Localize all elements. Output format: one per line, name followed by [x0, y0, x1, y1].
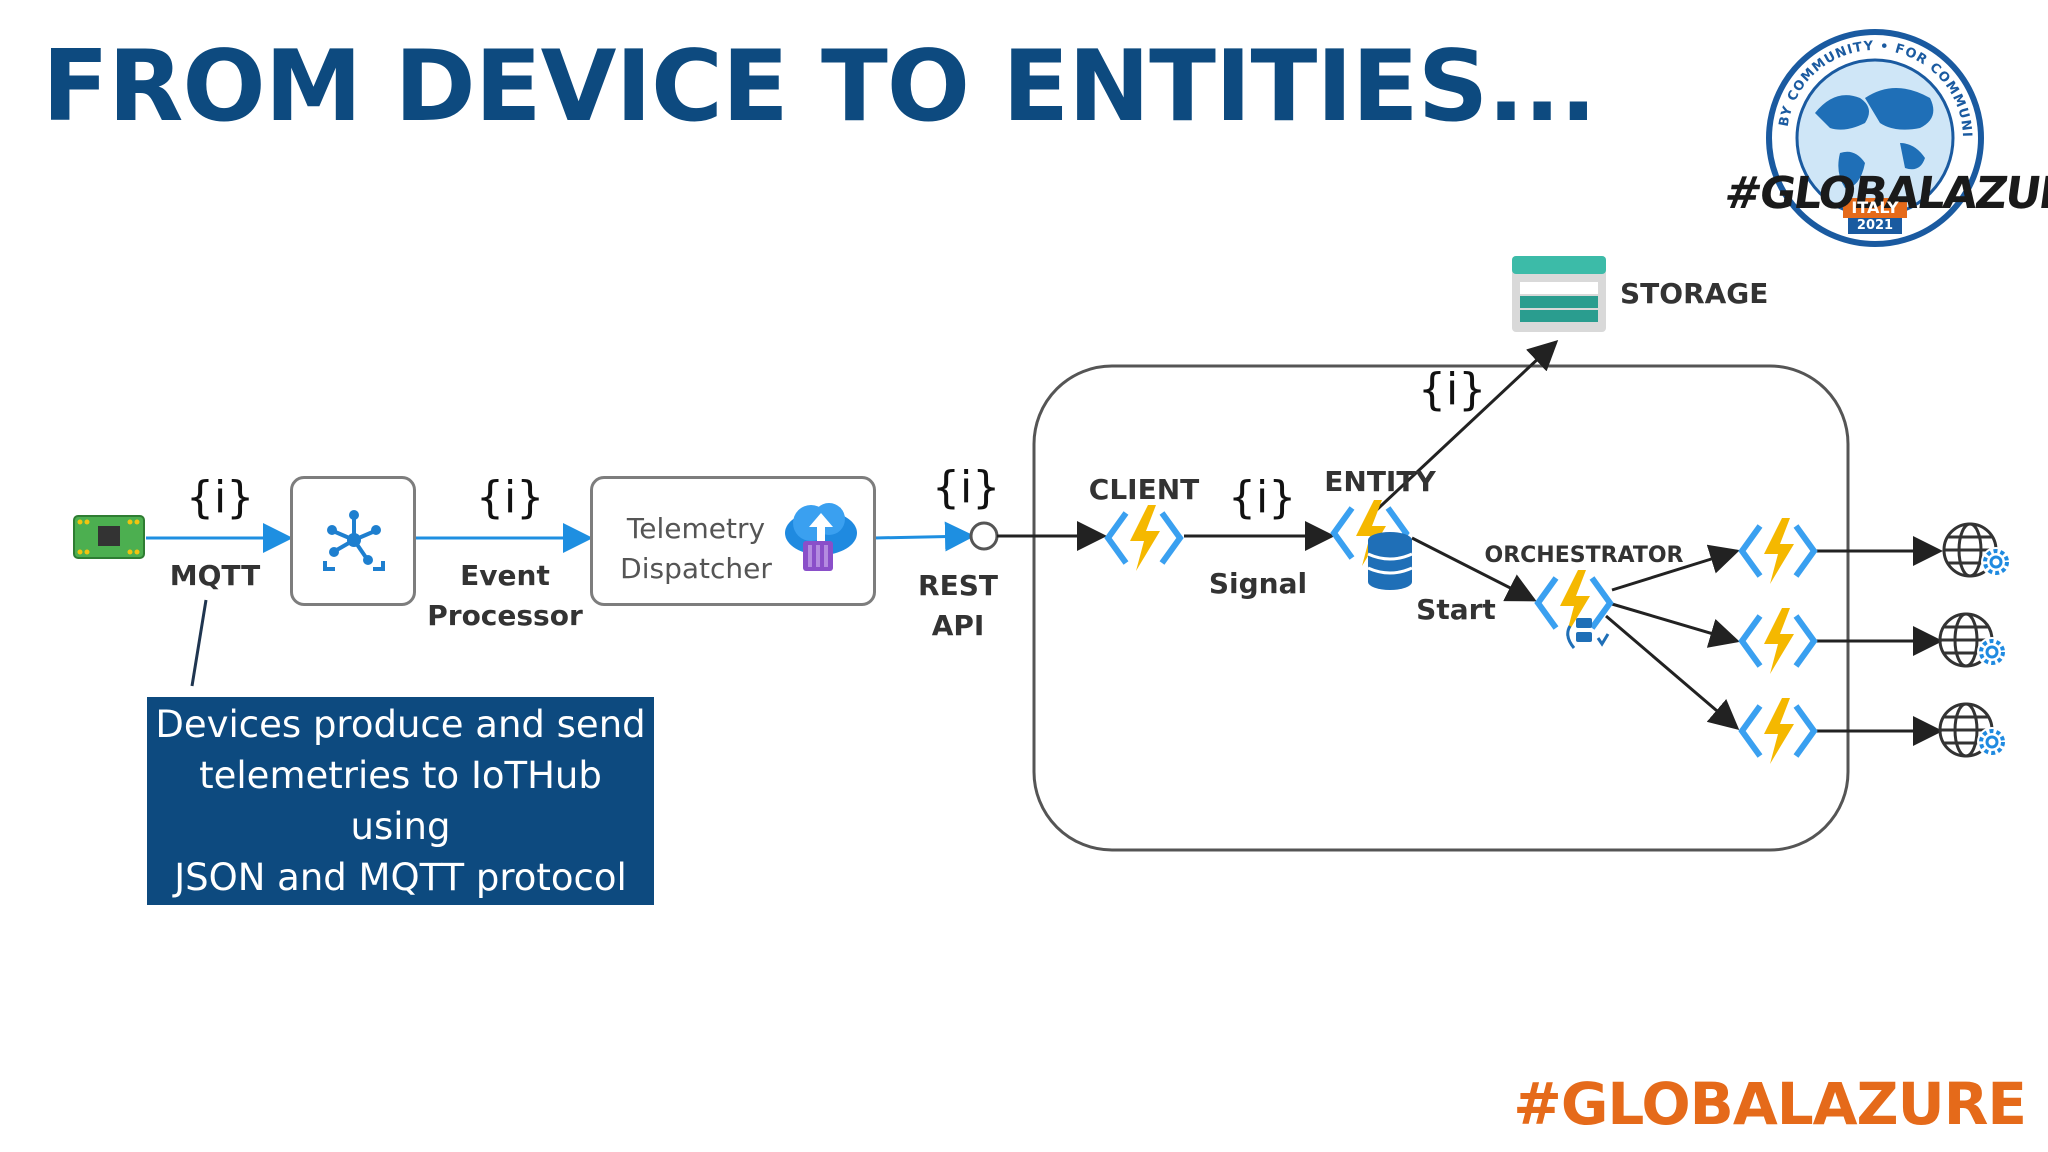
- dispatcher-label: Telemetry Dispatcher: [611, 509, 781, 589]
- client-function-icon: [1104, 503, 1184, 573]
- entity-label: ENTITY: [1324, 465, 1436, 498]
- global-azure-logo: BY COMMUNITY • FOR COMMUNITY #GLOBALAZUR…: [1719, 17, 2048, 258]
- cloud-upload-icon: [781, 495, 861, 575]
- signal-label: Signal: [1208, 567, 1308, 600]
- event-processor-label: Event Processor: [420, 556, 590, 636]
- json-token-mqtt: {i}: [186, 472, 255, 523]
- database-icon: [1366, 530, 1414, 592]
- logo-year: 2021: [1856, 218, 1894, 233]
- arrow-orch-to-fn3: [1605, 614, 1740, 730]
- storage-label: STORAGE: [1620, 277, 1769, 310]
- arrow-orch-to-fn1: [1611, 544, 1740, 592]
- event-processor-line1: Event: [460, 559, 550, 592]
- globe-gear-icon-1: [1940, 518, 2014, 584]
- arrow-dispatcher-to-api: [873, 521, 975, 552]
- start-label: Start: [1416, 593, 1496, 626]
- json-token-signal: {i}: [1228, 472, 1297, 523]
- dispatcher-line1: Telemetry: [626, 512, 766, 545]
- callout-line2: telemetries to IoTHub using: [199, 754, 602, 848]
- footer-hashtag: #GLOBALAZURE: [1513, 1070, 2027, 1138]
- storage-icon: [1512, 256, 1606, 332]
- callout-pointer: [190, 599, 208, 687]
- json-token-storage: {i}: [1418, 364, 1487, 415]
- callout-box: Devices produce and send telemetries to …: [147, 697, 654, 905]
- activity-function-icon-1: [1738, 516, 1818, 586]
- activity-function-icon-3: [1738, 696, 1818, 766]
- rest-api-line1: REST: [918, 569, 998, 602]
- logo-country: ITALY: [1851, 198, 1899, 217]
- json-token-event: {i}: [476, 472, 545, 523]
- device-board-icon: [72, 512, 146, 562]
- rest-api-label: REST API: [898, 566, 1018, 646]
- rest-api-line2: API: [931, 609, 985, 642]
- json-token-rest: {i}: [932, 462, 1001, 513]
- globe-gear-icon-2: [1936, 608, 2010, 674]
- orchestrator-function-icon: [1534, 568, 1614, 658]
- arrow-entity-to-storage: [1366, 339, 1559, 520]
- mqtt-label: MQTT: [169, 559, 261, 592]
- activity-function-icon-2: [1738, 606, 1818, 676]
- telemetry-dispatcher-node: Telemetry Dispatcher: [590, 476, 876, 606]
- rest-endpoint: [969, 521, 999, 551]
- event-processor-line2: Processor: [427, 599, 583, 632]
- client-label: CLIENT: [1088, 473, 1200, 506]
- orchestrator-label: ORCHESTRATOR: [1484, 543, 1684, 568]
- iot-hub-node: [290, 476, 416, 606]
- iot-hub-icon: [321, 507, 387, 573]
- callout-line1: Devices produce and send: [155, 703, 646, 746]
- page-title: FROM DEVICE TO ENTITIES...: [42, 30, 1597, 144]
- dispatcher-line2: Dispatcher: [620, 552, 772, 585]
- arrow-entity-to-orchestrator: [1411, 536, 1537, 602]
- arrow-orch-to-fn2: [1611, 602, 1740, 648]
- durable-container: [1032, 364, 1850, 852]
- callout-line3: JSON and MQTT protocol: [174, 856, 627, 899]
- globe-gear-icon-3: [1936, 698, 2010, 764]
